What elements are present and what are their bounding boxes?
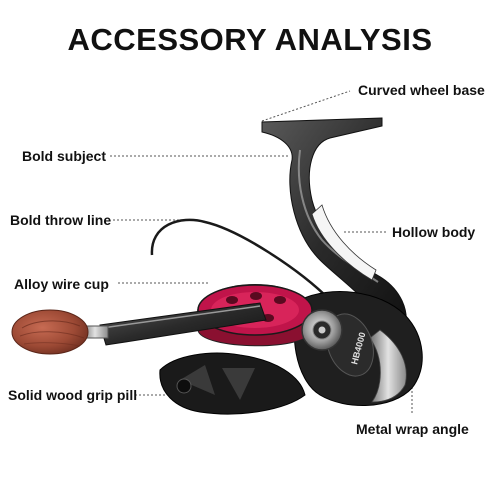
label-hollow-body: Hollow body xyxy=(392,224,476,240)
metal-wrap-band xyxy=(369,329,407,403)
foot-screw xyxy=(176,378,192,394)
hollow-body-window xyxy=(311,204,377,281)
label-metal-wrap-angle: Metal wrap angle xyxy=(356,421,469,437)
leader-curved-wheel-base xyxy=(261,90,351,122)
bail-wire xyxy=(150,218,331,301)
label-alloy-wire-cup: Alloy wire cup xyxy=(14,276,109,292)
handle-arm-highlight xyxy=(101,305,261,329)
page-title: ACCESSORY ANALYSIS xyxy=(67,22,433,57)
foot-cutout-1 xyxy=(180,365,215,395)
label-bold-subject: Bold subject xyxy=(22,148,107,164)
foot-cutout-2 xyxy=(222,368,255,400)
label-solid-wood-grip: Solid wood grip pill xyxy=(8,387,138,403)
label-bold-throw-line: Bold throw line xyxy=(10,212,112,228)
label-curved-wheel-base: Curved wheel base xyxy=(358,82,485,98)
